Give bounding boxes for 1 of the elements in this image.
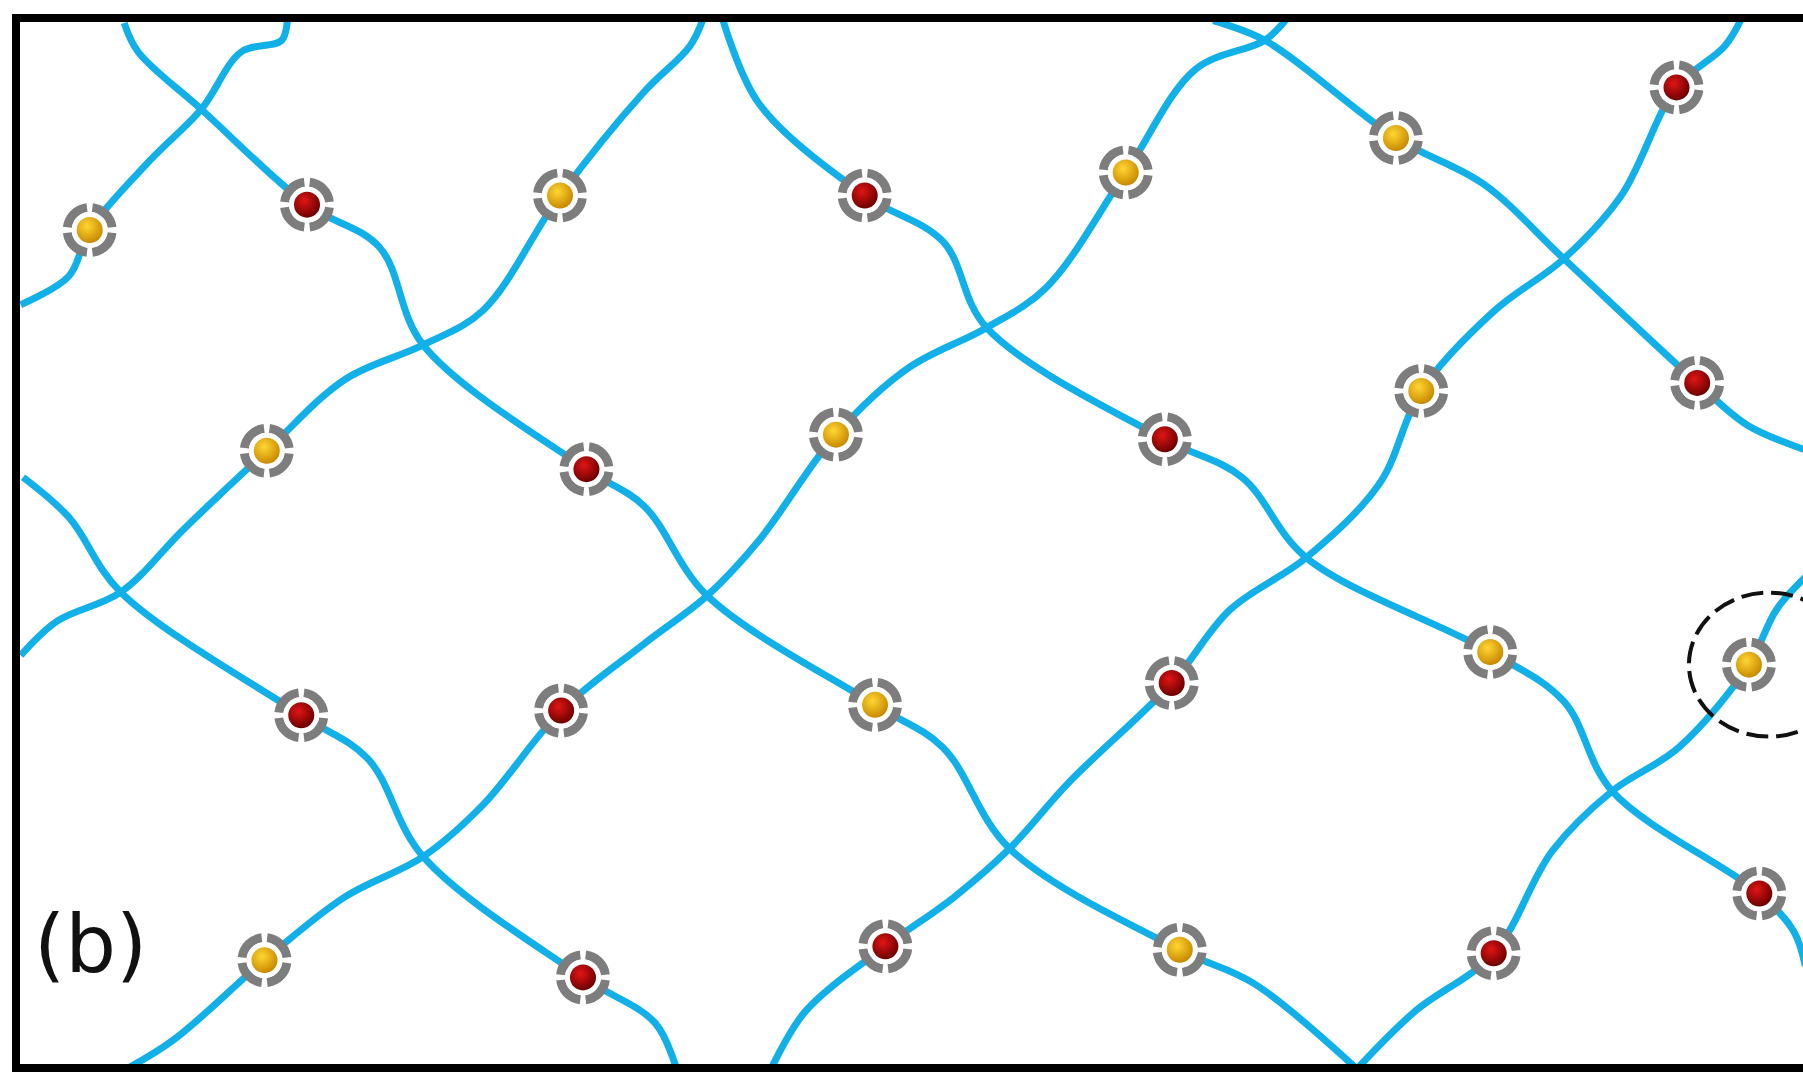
panel-label: (b) — [34, 905, 148, 985]
